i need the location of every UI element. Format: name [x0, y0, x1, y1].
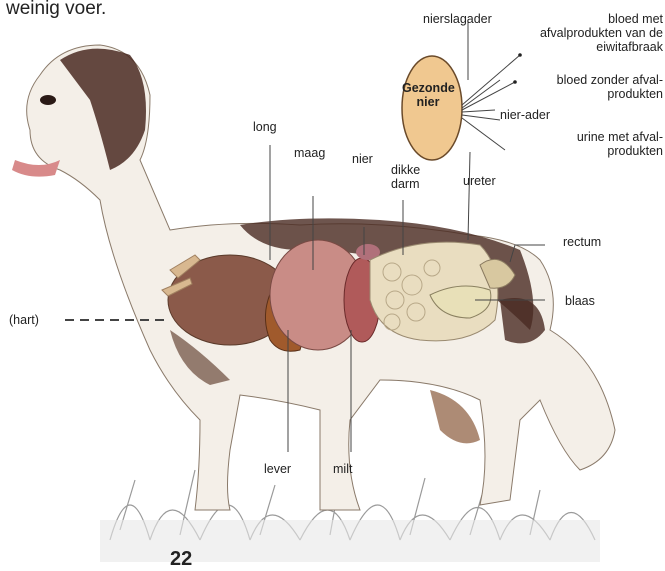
- label-bloed-met: bloed met afvalprodukten van de eiwitafb…: [535, 12, 663, 54]
- label-hart: (hart): [9, 313, 39, 327]
- label-urine: urine met afval-produkten: [560, 130, 663, 158]
- label-milt: milt: [333, 462, 352, 476]
- kidney-title: Gezonde nier: [402, 81, 454, 109]
- label-blaas: blaas: [565, 294, 595, 308]
- label-lever: lever: [264, 462, 291, 476]
- label-long: long: [253, 120, 277, 134]
- label-bloed-zonder: bloed zonder afval-produkten: [535, 73, 663, 101]
- label-nier: nier: [352, 152, 373, 166]
- label-dikke-darm: dikke darm: [391, 163, 431, 191]
- label-rectum: rectum: [563, 235, 601, 249]
- label-nierslagader: nierslagader: [423, 12, 492, 26]
- label-maag: maag: [294, 146, 325, 160]
- label-ureter: ureter: [463, 174, 496, 188]
- label-nier-ader: nier-ader: [500, 108, 550, 122]
- page-number: 22: [170, 548, 192, 571]
